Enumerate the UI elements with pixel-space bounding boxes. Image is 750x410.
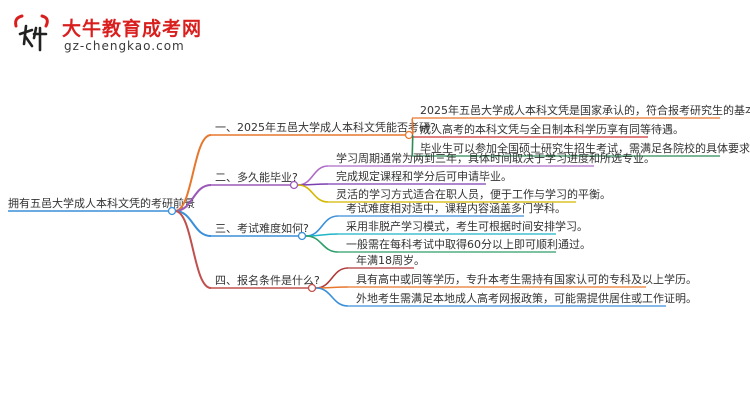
child-label: 完成规定课程和学分后可申请毕业。 <box>336 169 512 183</box>
site-logo: 大牛教育成考网 gz-chengkao.com <box>10 12 290 58</box>
root-label: 拥有五邑大学成人本科文凭的考研前景 <box>8 196 195 210</box>
child-connector <box>305 215 339 237</box>
child-label: 一般需在每科考试中取得60分以上即可顺利通过。 <box>346 237 591 251</box>
child-label: 外地考生需满足本地成人高考网报政策，可能需提供居住或工作证明。 <box>356 291 697 305</box>
bull-logo-icon <box>14 14 49 52</box>
child-label: 灵活的学习方式适合在职人员，便于工作与学习的平衡。 <box>336 187 611 201</box>
branch-label: 四、报名条件是什么? <box>215 273 320 287</box>
branch-connector <box>174 134 212 212</box>
branch-node-dot <box>289 180 299 190</box>
child-label: 成人高考的本科文凭与全日制本科学历享有同等待遇。 <box>420 122 684 136</box>
child-connector <box>297 165 329 186</box>
child-connector <box>411 117 414 136</box>
branch-connector <box>174 184 212 212</box>
branch-node-dot <box>307 283 317 293</box>
branch-connector <box>174 210 212 289</box>
child-connector <box>315 267 349 289</box>
child-connector <box>305 235 339 253</box>
branch-node-dot <box>404 130 414 140</box>
child-label: 2025年五邑大学成人本科文凭是国家承认的，符合报考研究生的基本条件。 <box>420 103 750 117</box>
child-label: 学习周期通常为两到三年，具体时间取决于学习进度和所选专业。 <box>336 151 655 165</box>
root-node-dot <box>167 206 177 216</box>
branch-label: 三、考试难度如何? <box>215 221 309 235</box>
child-label: 毕业生可以参加全国硕士研究生招生考试，需满足各院校的具体要求。 <box>420 141 750 155</box>
branch-label: 二、多久能毕业? <box>215 170 298 184</box>
branch-label: 一、2025年五邑大学成人本科文凭能否考研? <box>215 120 436 134</box>
child-label: 年满18周岁。 <box>356 253 425 267</box>
child-label: 采用非脱产学习模式，考生可根据时间安排学习。 <box>346 219 588 233</box>
branch-node-dot <box>297 231 307 241</box>
child-label: 考试难度相对适中，课程内容涵盖多门学科。 <box>346 201 566 215</box>
site-url: gz-chengkao.com <box>64 39 185 53</box>
child-connector <box>297 184 329 203</box>
site-title: 大牛教育成考网 <box>62 18 203 40</box>
child-label: 具有高中或同等学历，专升本考生需持有国家认可的专科及以上学历。 <box>356 272 697 286</box>
child-connector <box>315 287 349 307</box>
